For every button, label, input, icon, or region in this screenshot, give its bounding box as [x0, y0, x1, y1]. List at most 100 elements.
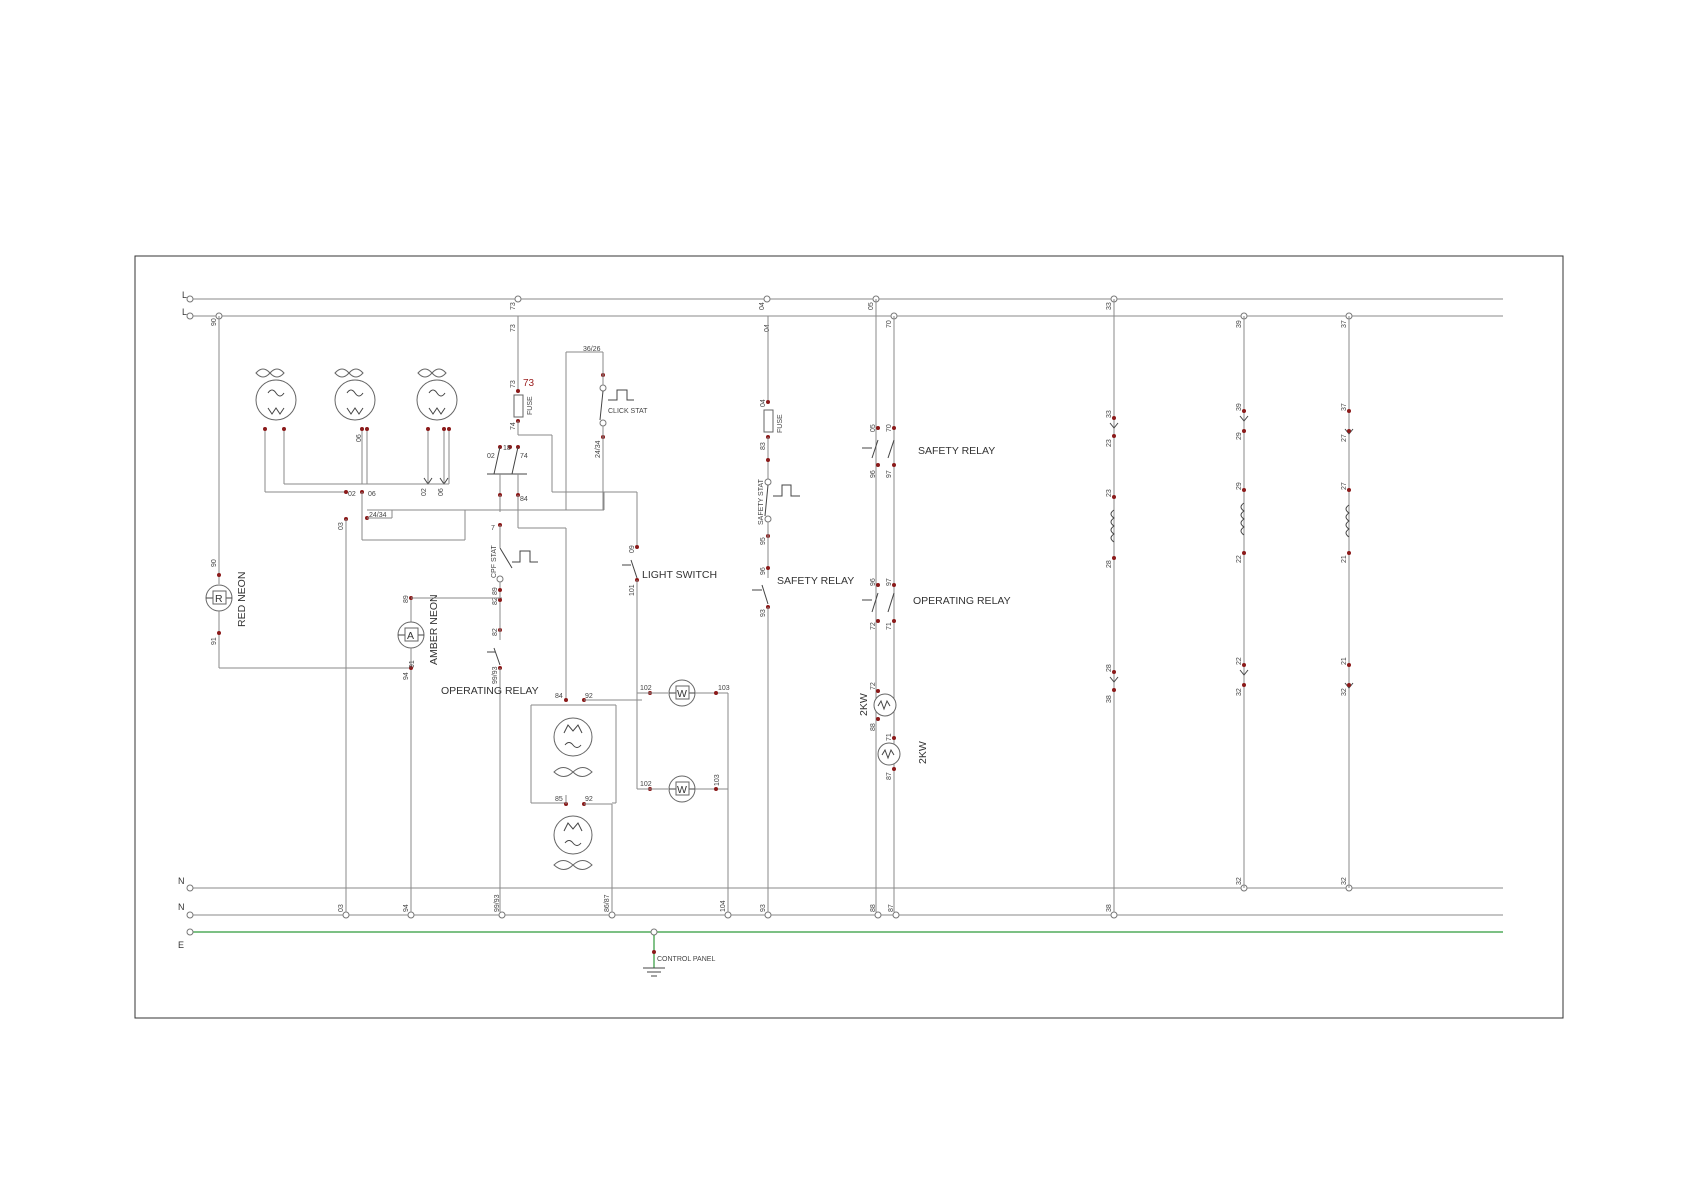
svg-text:92: 92	[585, 796, 593, 803]
svg-text:W: W	[677, 688, 687, 700]
control-panel-label: CONTROL PANEL	[657, 956, 715, 963]
svg-text:37: 37	[1341, 403, 1348, 411]
amber-neon-branch: A 89 94 91 AMBER NEON	[397, 594, 502, 912]
svg-text:06: 06	[438, 488, 445, 496]
svg-text:09: 09	[629, 545, 636, 553]
svg-text:32: 32	[1341, 688, 1348, 696]
svg-text:88: 88	[870, 723, 877, 731]
drawing-frame	[134, 255, 1564, 1019]
svg-text:103: 103	[714, 774, 721, 786]
fuse-2	[763, 409, 774, 433]
svg-text:99/93: 99/93	[494, 894, 501, 912]
svg-text:103: 103	[718, 685, 730, 692]
svg-text:74: 74	[510, 422, 517, 430]
svg-text:22: 22	[1236, 657, 1243, 665]
svg-text:37: 37	[1341, 320, 1348, 328]
safety-stat-label: SAFETY STAT	[758, 478, 765, 525]
svg-text:71: 71	[886, 622, 893, 630]
fuse-2-label: FUSE	[777, 414, 784, 433]
svg-text:22: 22	[1236, 555, 1243, 563]
svg-text:7: 7	[491, 525, 495, 532]
svg-text:06: 06	[368, 491, 376, 498]
svg-text:28: 28	[1106, 664, 1113, 672]
svg-text:72: 72	[870, 622, 877, 630]
svg-text:101: 101	[629, 584, 636, 596]
operating-relay-right-label: OPERATING RELAY	[913, 595, 1011, 607]
svg-text:86/87: 86/87	[604, 894, 611, 912]
rail-label-n2: N	[178, 902, 185, 912]
svg-text:72: 72	[870, 682, 877, 690]
svg-text:27: 27	[1341, 434, 1348, 442]
fuse-1-label: FUSE	[527, 396, 534, 415]
svg-text:33: 33	[1106, 410, 1113, 418]
svg-text:90: 90	[211, 318, 218, 326]
rail-label-e: E	[178, 940, 184, 950]
amber-neon-letter: A	[407, 630, 414, 642]
relay-circuit: 05 70 96 97 SAFETY RELAY 96 97 72 71 OPE…	[858, 299, 1011, 912]
svg-text:73: 73	[510, 302, 517, 310]
svg-text:96: 96	[760, 567, 767, 575]
svg-text:29: 29	[1236, 432, 1243, 440]
svg-text:73: 73	[510, 324, 517, 332]
fuse-1-mark: 73	[523, 378, 535, 389]
svg-text:93: 93	[760, 904, 767, 912]
svg-text:32: 32	[1236, 877, 1243, 885]
svg-text:27: 27	[1341, 482, 1348, 490]
svg-text:71: 71	[886, 733, 893, 741]
element-branch-1: 33 23 23 28 28 38	[1106, 299, 1119, 912]
heater-2-label: 2KW	[917, 741, 929, 764]
bottom-terminals: 03 94 99/93 86/87 104 93 88 87 38 32 32	[338, 877, 1353, 919]
supply-rails: L L N N E	[178, 290, 1503, 950]
svg-text:94: 94	[403, 672, 410, 680]
svg-text:18: 18	[503, 445, 511, 452]
red-neon-branch: R 90 91 RED NEON	[205, 316, 411, 669]
svg-text:91: 91	[409, 660, 416, 668]
svg-text:24/34: 24/34	[369, 512, 387, 519]
svg-text:24/34: 24/34	[595, 440, 602, 458]
safety-relay-1-label: SAFETY RELAY	[918, 445, 995, 457]
svg-text:93: 93	[760, 609, 767, 617]
svg-text:82: 82	[492, 628, 499, 636]
svg-text:102: 102	[640, 685, 652, 692]
fuse-1	[513, 394, 524, 418]
svg-text:99/93: 99/93	[492, 666, 499, 684]
svg-text:02: 02	[421, 488, 428, 496]
control-circuit: 03 24/34 73 73 FUSE 74 36/26 CLICK STAT	[338, 316, 648, 912]
svg-text:06: 06	[356, 434, 363, 442]
light-circuit: 09 101 LIGHT SWITCH 102 W 103 102 W 103	[622, 545, 730, 912]
top-terminals: 90 73 73 04 04 05 70 33 39 37	[211, 295, 1353, 332]
svg-text:102: 102	[640, 781, 652, 788]
svg-text:88: 88	[870, 904, 877, 912]
svg-text:23: 23	[1106, 439, 1113, 447]
svg-text:04: 04	[759, 302, 766, 310]
svg-text:87: 87	[886, 772, 893, 780]
motor-assembly: 84 92 85 92	[530, 693, 642, 912]
fan-motor-3: 02 06	[416, 368, 458, 496]
svg-text:05: 05	[870, 424, 877, 432]
svg-text:05: 05	[868, 302, 875, 310]
svg-text:82: 82	[492, 597, 499, 605]
svg-text:38: 38	[1106, 904, 1113, 912]
svg-text:36/26: 36/26	[583, 346, 601, 353]
motor-1	[553, 717, 593, 757]
svg-text:03: 03	[338, 904, 345, 912]
svg-text:38: 38	[1106, 695, 1113, 703]
svg-text:89: 89	[403, 595, 410, 603]
element-branch-2: 39 29 29 22 22 32	[1236, 316, 1249, 888]
element-1-coil	[1110, 509, 1115, 543]
fan-motors: 06 02 06 02 06	[255, 368, 458, 498]
operating-relay-left-label: OPERATING RELAY	[441, 685, 539, 697]
earth-connection: CONTROL PANEL	[643, 928, 715, 977]
click-stat-label: CLICK STAT	[608, 408, 648, 415]
svg-text:73: 73	[510, 380, 517, 388]
svg-text:29: 29	[1236, 482, 1243, 490]
svg-text:03: 03	[338, 522, 345, 530]
svg-text:96: 96	[870, 578, 877, 586]
svg-text:92: 92	[585, 693, 593, 700]
svg-text:85: 85	[555, 796, 563, 803]
svg-text:95: 95	[760, 537, 767, 545]
rail-label-n1: N	[178, 876, 185, 886]
svg-text:94: 94	[403, 904, 410, 912]
svg-text:39: 39	[1236, 403, 1243, 411]
element-3-coil	[1345, 504, 1350, 538]
